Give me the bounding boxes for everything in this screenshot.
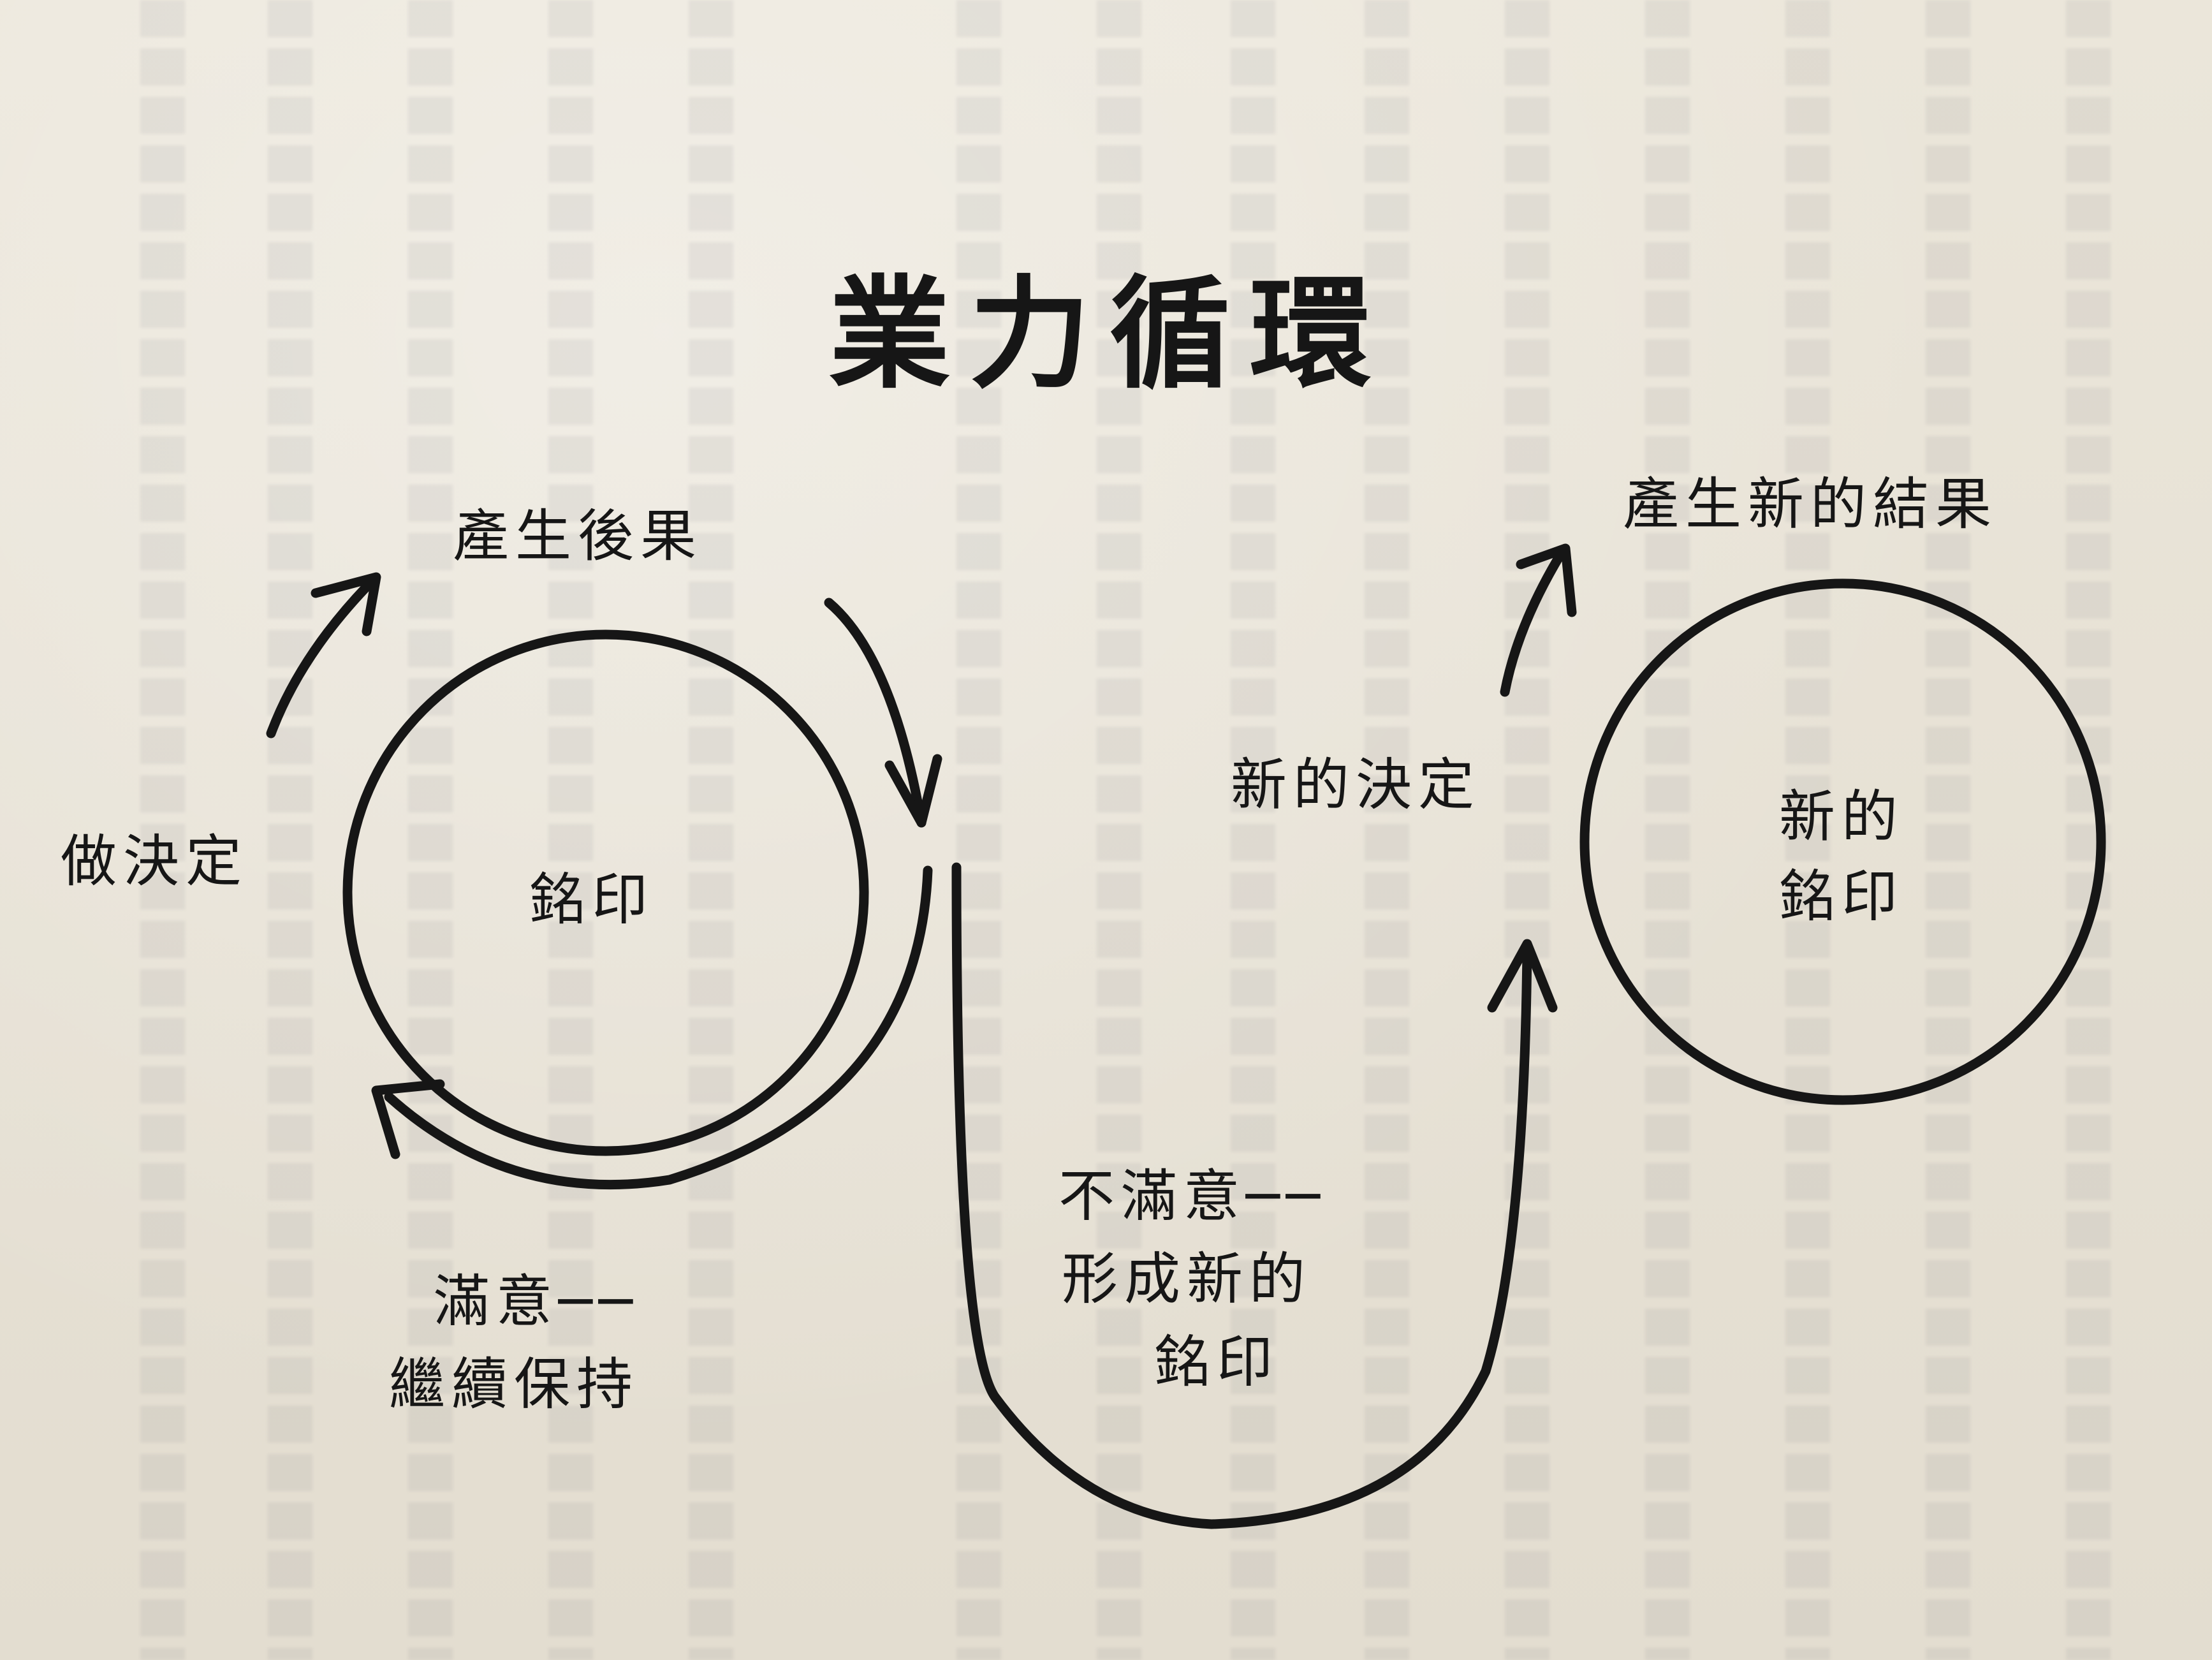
decision-arrow <box>271 587 367 733</box>
label-make-decision: 做決定 <box>61 816 248 897</box>
label-unsatisfied-line3: 銘印 <box>1154 1317 1279 1398</box>
label-satisfied-line1: 滿意── <box>434 1256 639 1337</box>
label-imprint: 銘印 <box>529 855 654 936</box>
new-decision-arrow <box>1505 552 1562 692</box>
satisfied-loop-arrow <box>389 870 928 1185</box>
page-title: 業力循環 <box>829 236 1390 411</box>
label-unsatisfied-line2: 形成新的 <box>1062 1234 1312 1315</box>
label-new-result: 產生新的結果 <box>1623 459 1998 540</box>
label-new-imprint-line2: 銘印 <box>1779 851 1904 932</box>
label-satisfied-line2: 繼續保持 <box>389 1339 639 1420</box>
label-new-imprint-line1: 新的 <box>1779 772 1904 853</box>
label-new-decision: 新的決定 <box>1231 740 1481 821</box>
label-unsatisfied-line1: 不滿意── <box>1058 1151 1326 1232</box>
label-produce-consequence: 產生後果 <box>453 491 703 572</box>
